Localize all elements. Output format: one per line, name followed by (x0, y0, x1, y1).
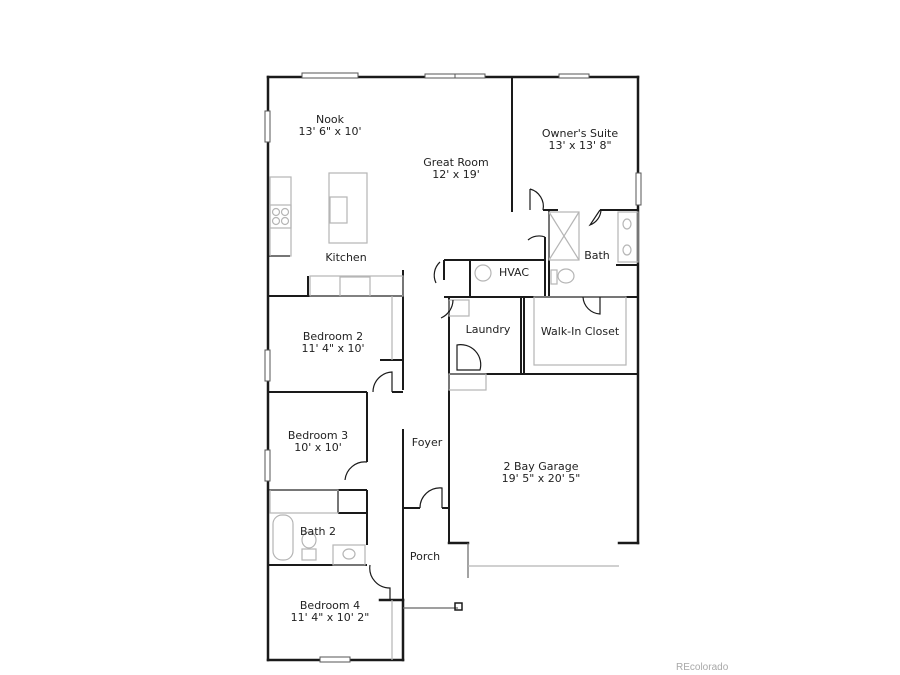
room-name: Bath 2 (299, 525, 337, 538)
fixtures (269, 172, 639, 660)
room-bedroom-2: Bedroom 2 11' 4" x 10' (301, 331, 364, 355)
room-bath-2: Bath 2 (300, 526, 336, 538)
room-name: Great Room (423, 156, 489, 169)
room-bedroom-3: Bedroom 3 10' x 10' (288, 430, 348, 454)
room-name: Walk-In Closet (540, 325, 620, 338)
room-dimensions: 12' x 19' (432, 168, 480, 181)
room-bedroom-4: Bedroom 4 11' 4" x 10' 2" (291, 600, 370, 624)
room-name: Bedroom 3 (287, 429, 349, 442)
room-name: Bedroom 2 (302, 330, 364, 343)
room-dimensions: 11' 4" x 10' (301, 342, 365, 355)
windows (264, 72, 642, 663)
room-name: HVAC (498, 266, 530, 279)
room-name: Bath (584, 249, 610, 262)
room-garage: 2 Bay Garage 19' 5" x 20' 5" (502, 461, 581, 485)
room-foyer: Foyer (412, 437, 442, 449)
room-name: 2 Bay Garage (503, 460, 579, 473)
room-bath: Bath (584, 250, 610, 262)
room-nook: Nook 13' 6" x 10' (298, 114, 361, 138)
room-name: Bedroom 4 (299, 599, 361, 612)
room-name: Foyer (411, 436, 443, 449)
room-great-room: Great Room 12' x 19' (423, 157, 488, 181)
room-name: Porch (409, 550, 441, 563)
room-porch: Porch (410, 551, 440, 563)
room-dimensions: 13' x 13' 8" (548, 139, 612, 152)
room-name: Nook (315, 113, 345, 126)
watermark: REcolorado (676, 662, 729, 673)
room-dimensions: 11' 4" x 10' 2" (290, 611, 370, 624)
room-dimensions: 10' x 10' (294, 441, 342, 454)
room-kitchen: Kitchen (325, 252, 366, 264)
room-hvac: HVAC (499, 267, 529, 279)
room-name: Owner's Suite (541, 127, 619, 140)
room-walk-in-closet: Walk-In Closet (541, 326, 619, 338)
room-owners-suite: Owner's Suite 13' x 13' 8" (542, 128, 618, 152)
room-name: Kitchen (325, 251, 367, 264)
room-name: Laundry (465, 323, 511, 336)
door-swings (344, 188, 602, 600)
room-dimensions: 19' 5" x 20' 5" (501, 472, 581, 485)
room-dimensions: 13' 6" x 10' (298, 125, 362, 138)
room-laundry: Laundry (466, 324, 511, 336)
